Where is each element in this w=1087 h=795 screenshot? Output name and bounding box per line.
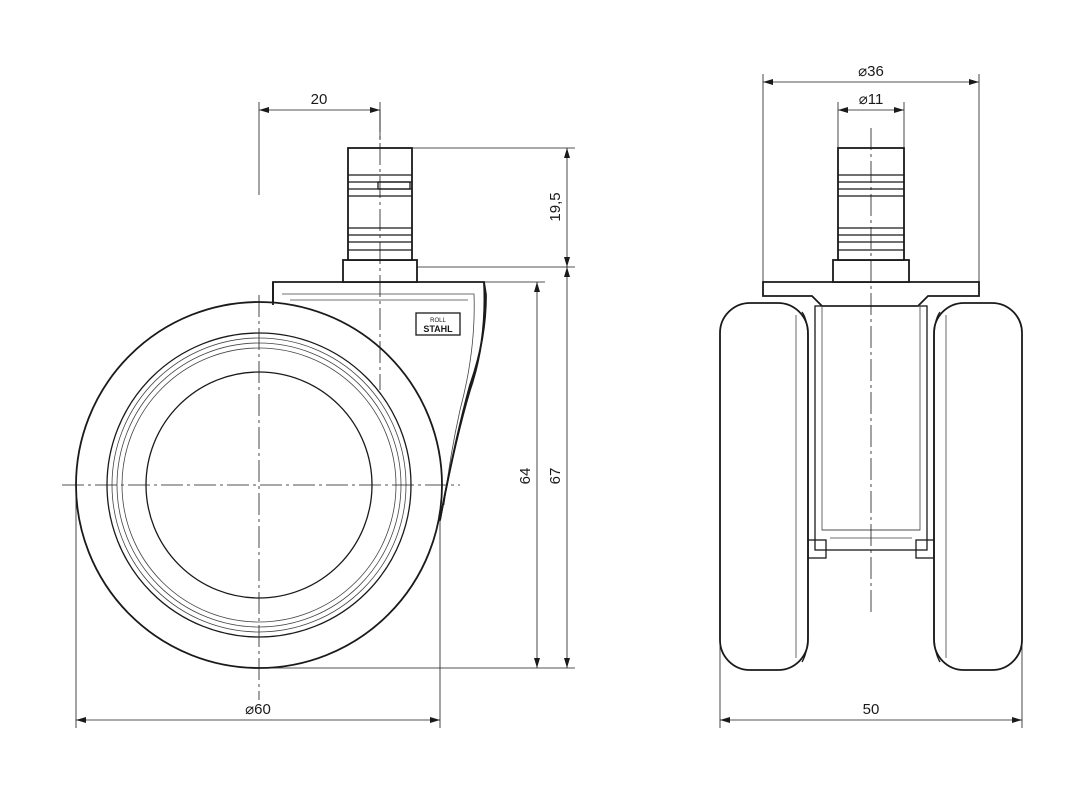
front-right-wheel <box>933 302 1023 671</box>
dim-pin-height: 19,5 <box>547 192 564 221</box>
fork-inner-edge <box>282 293 475 506</box>
logo-top-text: ROLL <box>430 318 446 324</box>
logo-brand-text: STAHL <box>423 324 453 334</box>
dim-wheel-diameter: ⌀60 <box>245 701 271 718</box>
dim-plate-diameter: ⌀36 <box>858 63 884 80</box>
dim-pin-offset: 20 <box>311 91 328 108</box>
dim-wheel-height: 64 <box>517 468 534 485</box>
front-view: ⌀36 ⌀11 50 <box>719 63 1023 728</box>
dim-overall-width: 50 <box>863 701 880 718</box>
dim-pin-diameter: ⌀11 <box>859 91 884 108</box>
stahl-logo: ROLL STAHL <box>415 312 461 336</box>
dim-total-height: 67 <box>547 468 564 485</box>
side-view: ROLL STAHL 20 19,5 64 67 <box>62 91 575 728</box>
front-left-wheel <box>719 302 809 671</box>
